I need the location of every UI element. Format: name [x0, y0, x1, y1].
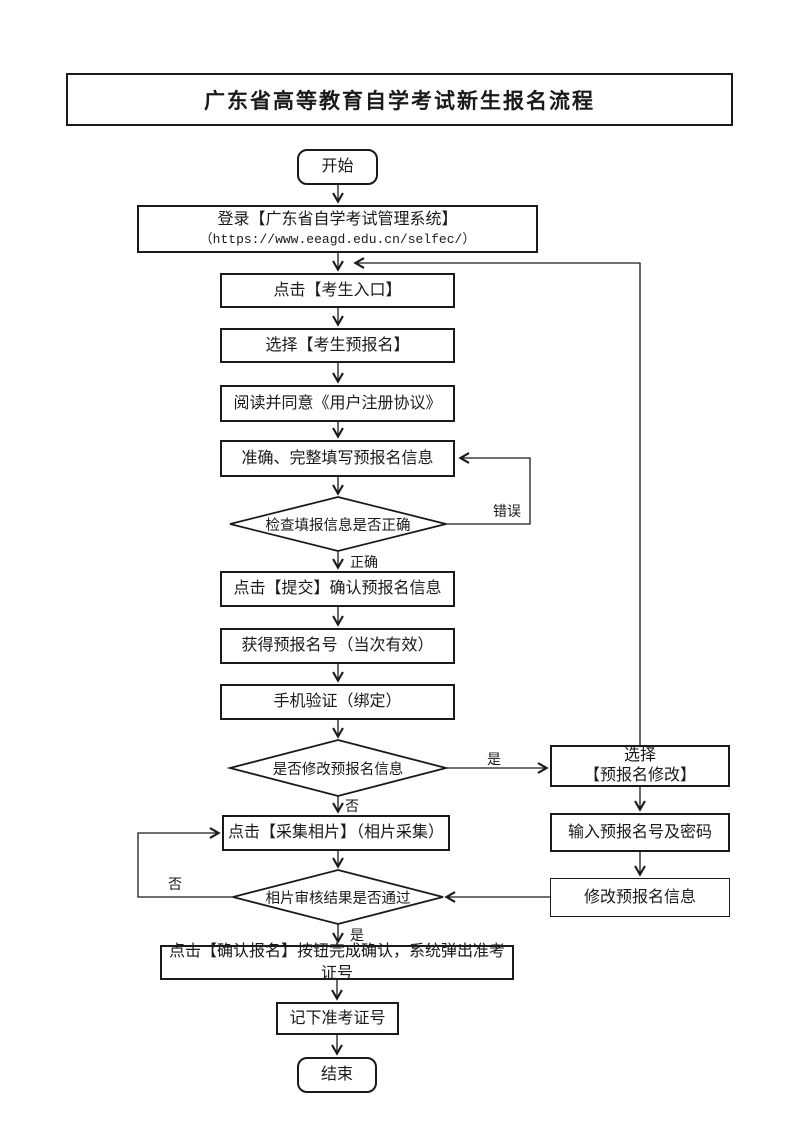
node-photo-collect: 点击【采集相片】（相片采集）: [222, 815, 450, 851]
node-agreement: 阅读并同意《用户注册协议》: [220, 385, 455, 422]
edge-review-no-loop: [137, 833, 233, 898]
node-modify-info: 修改预报名信息: [550, 878, 730, 917]
node-note-number: 记下准考证号: [276, 1002, 399, 1035]
edge-label-modify-yes: 是: [487, 753, 501, 768]
decision-photo-review-shape: [232, 869, 444, 925]
node-choose-modify-line2: 【预报名修改】: [583, 767, 696, 784]
node-get-number: 获得预报名号（当次有效）: [220, 628, 455, 664]
node-start: 开始: [297, 149, 378, 185]
node-submit: 点击【提交】确认预报名信息: [220, 571, 455, 607]
edge-label-check-error: 错误: [493, 505, 521, 520]
node-fill-info: 准确、完整填写预报名信息: [220, 440, 455, 477]
node-end: 结束: [297, 1057, 377, 1093]
node-choose-modify-line1: 选择: [623, 747, 656, 764]
edge-label-review-no: 否: [168, 878, 182, 893]
node-login-line1: 登录【广东省自学考试管理系统】: [217, 211, 458, 229]
node-enter-credentials: 输入预报名号及密码: [550, 813, 730, 852]
decision-modify-shape: [226, 739, 450, 797]
node-choose-modify: 选择 【预报名修改】: [550, 745, 730, 787]
node-login-url: （https://www.eeagd.edu.cn/selfec/）: [199, 232, 476, 248]
node-candidate-entry: 点击【考生入口】: [220, 273, 455, 308]
edge-label-check-correct: 正确: [350, 556, 378, 571]
node-confirm-registration: 点击【确认报名】按钮完成确认，系统弹出准考证号: [160, 943, 514, 982]
page-title: 广东省高等教育自学考试新生报名流程: [66, 73, 733, 126]
edge-choosemodify-return-loop: [356, 263, 641, 745]
node-pre-registration: 选择【考生预报名】: [220, 328, 455, 363]
edge-label-review-yes: 是: [350, 929, 364, 944]
edge-label-modify-no: 否: [345, 800, 359, 815]
edge-check-error-loop: [446, 458, 531, 525]
decision-check-info-shape: [229, 496, 447, 552]
node-phone-verify: 手机验证（绑定）: [220, 684, 455, 720]
node-login: 登录【广东省自学考试管理系统】 （https://www.eeagd.edu.c…: [137, 205, 538, 253]
